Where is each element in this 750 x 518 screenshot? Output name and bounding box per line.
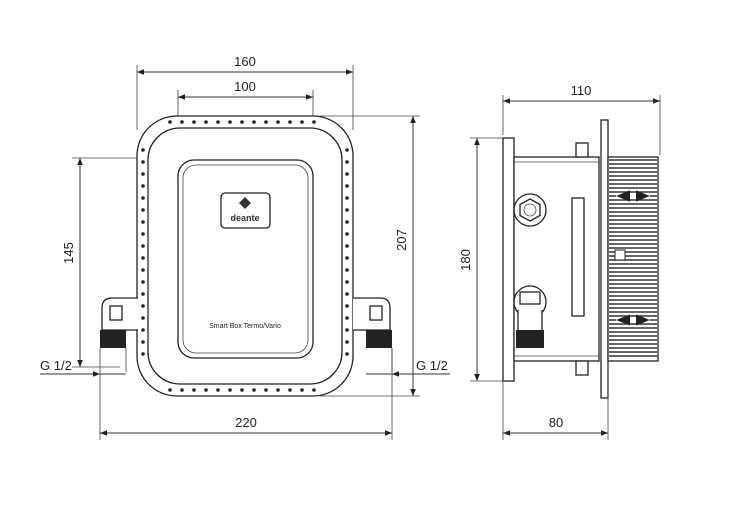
frame-hole (264, 120, 268, 124)
frame-hole (141, 172, 145, 176)
frame-hole (228, 388, 232, 392)
front-view: 160 100 207 145 (40, 54, 450, 440)
frame-hole (345, 160, 349, 164)
frame-hole (141, 328, 145, 332)
frame-hole (345, 340, 349, 344)
frame-hole (141, 196, 145, 200)
frame-hole (228, 120, 232, 124)
frame-hole (276, 388, 280, 392)
frame-hole (141, 280, 145, 284)
sleeve-ribs (609, 159, 657, 357)
frame-hole (264, 388, 268, 392)
frame-hole (312, 388, 316, 392)
frame-hole (141, 208, 145, 212)
frame-hole (141, 304, 145, 308)
frame-hole (141, 244, 145, 248)
frame-hole (276, 120, 280, 124)
frame-hole (345, 352, 349, 356)
dim-80-label: 80 (549, 415, 563, 430)
thread-left-label: G 1/2 (40, 358, 72, 373)
frame-hole (141, 316, 145, 320)
right-bracket (353, 297, 393, 372)
frame-hole (141, 340, 145, 344)
dimension-180: 180 (458, 137, 510, 382)
frame-hole (168, 388, 172, 392)
frame-hole (345, 148, 349, 152)
frame-hole (300, 120, 304, 124)
dimension-160: 160 (136, 54, 354, 130)
thread-right-label: G 1/2 (416, 358, 448, 373)
frame-hole (204, 120, 208, 124)
frame-hole (180, 120, 184, 124)
plaster-guard (600, 119, 609, 399)
frame-hole (141, 352, 145, 356)
cover-plate (177, 159, 314, 359)
frame-holes (141, 120, 349, 392)
back-plate (502, 137, 515, 382)
frame-hole (345, 232, 349, 236)
frame-hole (240, 388, 244, 392)
frame-hole (216, 120, 220, 124)
frame-hole (345, 208, 349, 212)
frame-hole (345, 184, 349, 188)
frame-hole (312, 120, 316, 124)
brand-logo-icon (239, 197, 251, 209)
brand-logo: deante (220, 192, 271, 229)
dimension-110: 110 (502, 83, 661, 155)
thread-right: G 1/2 (366, 358, 450, 377)
dim-145-label: 145 (61, 242, 76, 264)
dimension-80: 80 (502, 361, 609, 440)
right-connector (366, 330, 392, 348)
frame-hole (345, 316, 349, 320)
frame-hole (288, 388, 292, 392)
frame-hole (141, 184, 145, 188)
frame-hole (345, 304, 349, 308)
frame-hole (300, 388, 304, 392)
frame-hole (345, 256, 349, 260)
frame-hole (252, 388, 256, 392)
frame-hole (180, 388, 184, 392)
frame-hole (345, 268, 349, 272)
frame-hole (240, 120, 244, 124)
frame-hole (345, 280, 349, 284)
frame-hole (141, 292, 145, 296)
dim-110-label: 110 (571, 83, 592, 98)
frame-hole (141, 148, 145, 152)
dim-160-label: 160 (234, 54, 256, 69)
dim-207-label: 207 (394, 229, 409, 251)
arrow-icon (616, 190, 650, 326)
frame-hole (288, 120, 292, 124)
valve-nut-icon (513, 193, 547, 227)
dimension-207: 207 (320, 115, 420, 397)
frame-hole (141, 160, 145, 164)
frame-hole (345, 328, 349, 332)
dim-100-label: 100 (234, 79, 256, 94)
dim-180-label: 180 (458, 249, 473, 271)
left-bracket (100, 297, 138, 372)
frame-hole (192, 388, 196, 392)
frame-hole (345, 196, 349, 200)
frame-hole (345, 220, 349, 224)
frame-hole (141, 220, 145, 224)
brand-logo-text: deante (230, 213, 259, 223)
thread-left: G 1/2 (40, 358, 126, 377)
frame-hole (345, 244, 349, 248)
elbow-fitting (513, 285, 547, 348)
frame-hole (345, 172, 349, 176)
product-label: Smart Box Termo/Vario (209, 323, 281, 330)
frame-hole (252, 120, 256, 124)
dim-220-label: 220 (235, 415, 257, 430)
frame-hole (168, 120, 172, 124)
frame-hole (204, 388, 208, 392)
frame-hole (141, 232, 145, 236)
frame-hole (345, 292, 349, 296)
left-connector (100, 330, 126, 348)
frame-hole (141, 256, 145, 260)
frame-hole (141, 268, 145, 272)
side-view: 110 180 (458, 83, 661, 440)
frame-hole (192, 120, 196, 124)
frame-hole (216, 388, 220, 392)
dimension-220: 220 (99, 348, 393, 440)
